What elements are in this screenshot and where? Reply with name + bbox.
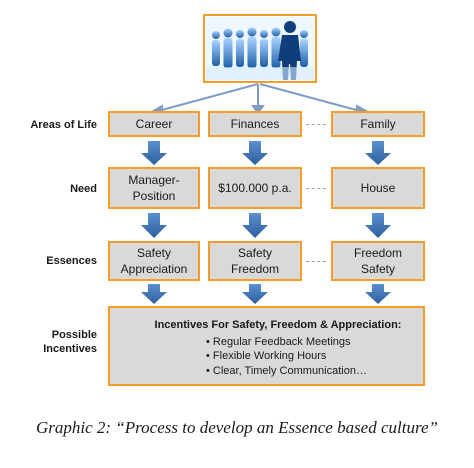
incentive-item: Clear, Timely Communication… — [206, 364, 418, 379]
need-family-label: House — [360, 181, 396, 195]
down-arrow-icon — [242, 284, 268, 304]
down-arrow-icon — [141, 213, 167, 238]
incentives-title: Incentives For Safety, Freedom & Appreci… — [154, 319, 402, 331]
need-finances-label: $100.000 p.a. — [218, 181, 292, 195]
essence-career-box: Safety Appreciation — [108, 241, 200, 281]
down-arrow-icon — [141, 141, 167, 165]
essence-career-label: Safety Appreciation — [120, 246, 188, 276]
incentives-list: Regular Feedback Meetings Flexible Worki… — [138, 335, 418, 379]
essence-family-box: Freedom Safety — [331, 241, 425, 281]
area-career-box: Career — [108, 111, 200, 137]
down-arrow-icon — [242, 141, 268, 165]
row-label-essences: Essences — [46, 255, 97, 267]
row-continuation-dots — [306, 188, 326, 189]
area-finances-box: Finances — [208, 111, 302, 137]
area-finances-label: Finances — [230, 117, 280, 131]
figure-caption: Graphic 2: “Process to develop an Essenc… — [36, 418, 438, 437]
row-continuation-dots — [306, 124, 326, 125]
down-arrow-icon — [242, 213, 268, 238]
row-label-need: Need — [70, 183, 97, 195]
need-career-box: Manager- Position — [108, 167, 200, 209]
need-career-label: Manager- Position — [128, 173, 180, 203]
down-arrow-icon — [141, 284, 167, 304]
down-arrow-icon — [365, 141, 391, 165]
row-label-areas-of-life: Areas of Life — [30, 119, 97, 131]
need-finances-box: $100.000 p.a. — [208, 167, 302, 209]
down-arrow-icon — [365, 213, 391, 238]
area-family-label: Family — [360, 117, 396, 131]
essence-finances-box: Safety Freedom — [208, 241, 302, 281]
area-family-box: Family — [331, 111, 425, 137]
area-career-label: Career — [135, 117, 173, 131]
down-arrow-icon — [365, 284, 391, 304]
essence-family-label: Freedom Safety — [353, 246, 403, 276]
row-continuation-dots — [306, 261, 326, 262]
people-image-box — [203, 14, 317, 83]
incentive-item: Flexible Working Hours — [206, 349, 418, 364]
need-family-box: House — [331, 167, 425, 209]
essence-finances-label: Safety Freedom — [230, 246, 280, 276]
incentives-content: Incentives For Safety, Freedom & Appreci… — [138, 318, 418, 378]
row-label-possible-incentives: Possible Incentives — [43, 329, 97, 355]
incentive-item: Regular Feedback Meetings — [206, 335, 418, 350]
people-silhouettes-icon — [206, 17, 314, 80]
